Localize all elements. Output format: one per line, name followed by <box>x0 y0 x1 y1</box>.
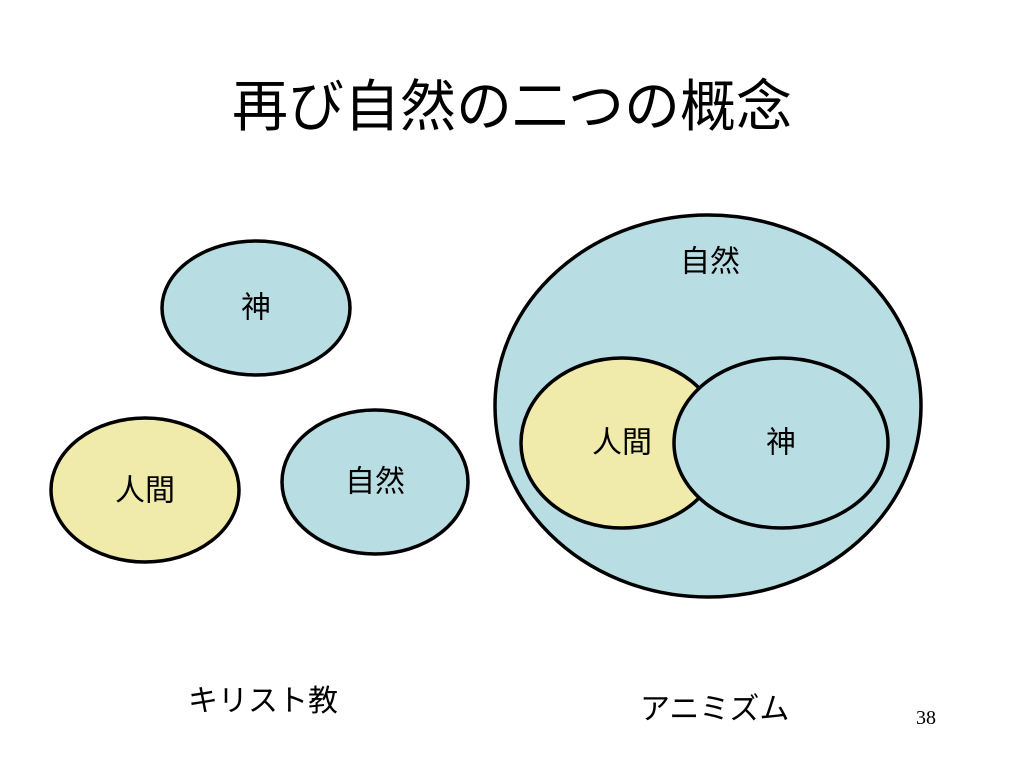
nature-circle <box>280 408 470 556</box>
god-label: 神 <box>241 291 271 326</box>
page-number: 38 <box>916 707 936 729</box>
animism-caption: アニミズム <box>640 692 790 727</box>
god-inner-circle <box>672 356 890 530</box>
human-circle <box>49 416 241 564</box>
animism-diagram: 自然 人間 神 <box>493 213 923 599</box>
human-inner-label: 人間 <box>592 426 652 461</box>
nature-outer-label: 自然 <box>680 245 740 280</box>
nature-label: 自然 <box>345 465 405 500</box>
god-inner-label: 神 <box>766 426 796 461</box>
human-label: 人間 <box>115 474 175 509</box>
god-circle <box>160 239 352 377</box>
christianity-diagram: 神 人間 自然 <box>49 239 470 564</box>
christianity-caption: キリスト教 <box>188 684 338 719</box>
slide-title: 再び自然の二つの概念 <box>232 75 792 140</box>
